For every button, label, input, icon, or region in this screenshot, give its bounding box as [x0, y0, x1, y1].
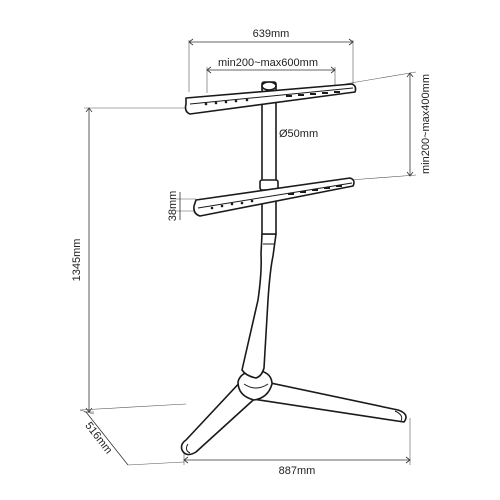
base-depth-dimension	[79, 403, 187, 466]
vesa-vertical-label: min200~max400mm	[420, 74, 432, 174]
base-width-label: 887mm	[279, 465, 316, 477]
upper-bracket	[184, 83, 357, 115]
bar-height-dimension	[176, 192, 196, 220]
total-height-dimension	[84, 107, 192, 413]
pole	[241, 81, 279, 379]
vesa-horizontal-dimension	[206, 66, 336, 93]
base-depth-label: 516mm	[82, 420, 114, 456]
bracket-width-label: 639mm	[253, 28, 290, 40]
bar-height-label: 38mm	[167, 191, 179, 222]
vesa-vertical-dimension	[344, 71, 417, 181]
vesa-horizontal-label: min200~max600mm	[218, 57, 318, 69]
bracket-width-dimension	[188, 38, 354, 92]
lower-bracket	[193, 177, 355, 217]
total-height-label: 1345mm	[71, 239, 83, 282]
pole-diameter-label: Ø50mm	[279, 128, 318, 140]
base-legs	[180, 369, 407, 456]
